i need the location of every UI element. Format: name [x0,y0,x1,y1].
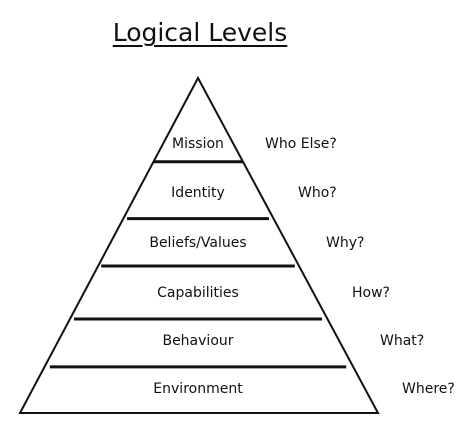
level-label-beliefs-values: Beliefs/Values [149,235,246,251]
level-label-capabilities: Capabilities [157,285,239,301]
level-question-identity: Who? [298,185,337,201]
level-question-beliefs-values: Why? [326,235,364,251]
level-label-identity: Identity [171,185,225,201]
diagram-title: Logical Levels [112,18,288,47]
level-question-environment: Where? [402,381,455,397]
level-question-mission: Who Else? [265,136,337,152]
level-label-environment: Environment [153,381,243,397]
pyramid-outline [18,75,380,414]
level-question-capabilities: How? [352,285,390,301]
level-label-behaviour: Behaviour [162,333,233,349]
level-question-behaviour: What? [380,333,424,349]
level-label-mission: Mission [172,136,224,152]
